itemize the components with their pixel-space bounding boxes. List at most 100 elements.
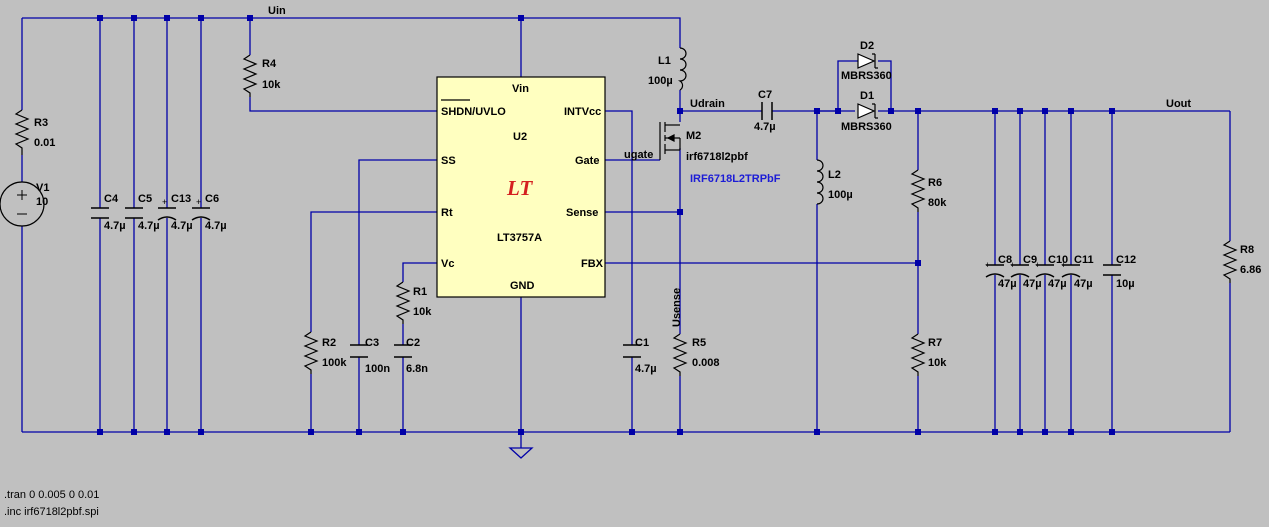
svg-text:4.7µ: 4.7µ <box>205 220 227 232</box>
svg-text:C5: C5 <box>138 193 152 205</box>
net-label-usense: Usense <box>671 288 683 327</box>
svg-text:4.7µ: 4.7µ <box>754 121 776 133</box>
svg-text:+: + <box>1061 260 1066 270</box>
svg-text:MBRS360: MBRS360 <box>841 121 892 133</box>
capacitor-c9[interactable] <box>1010 264 1030 278</box>
capacitor-c8[interactable] <box>985 264 1005 278</box>
capacitor-c3[interactable] <box>350 344 368 358</box>
svg-text:+: + <box>985 260 990 270</box>
pin-gate-label: Gate <box>575 155 599 167</box>
resistor-r8[interactable] <box>1222 240 1238 283</box>
ic-lt3757a[interactable]: Vin SHDN/UVLO INTVcc U2 SS Gate LT Rt Se… <box>436 76 606 298</box>
inductor-l1[interactable] <box>677 47 687 91</box>
svg-text:100k: 100k <box>322 357 347 369</box>
svg-text:R8: R8 <box>1240 244 1254 256</box>
inductor-l2[interactable] <box>816 159 824 205</box>
svg-text:C8: C8 <box>998 254 1012 266</box>
ic-ref: U2 <box>513 131 527 143</box>
pin-rt-label: Rt <box>441 207 453 219</box>
polarity-marks: + + + + + + <box>162 197 1066 270</box>
svg-text:R5: R5 <box>692 337 706 349</box>
svg-text:4.7µ: 4.7µ <box>138 220 160 232</box>
svg-text:4.7µ: 4.7µ <box>635 363 657 375</box>
capacitor-c13[interactable] <box>157 207 177 221</box>
svg-text:R4: R4 <box>262 58 277 70</box>
svg-text:D2: D2 <box>860 40 874 52</box>
net-label-uin: Uin <box>268 5 286 17</box>
svg-text:+: + <box>196 197 201 207</box>
pin-sense-label: Sense <box>566 207 598 219</box>
svg-text:R1: R1 <box>413 286 427 298</box>
capacitor-c4[interactable] <box>91 207 109 219</box>
capacitor-c11[interactable] <box>1061 264 1081 278</box>
resistor-r4[interactable] <box>242 54 258 97</box>
svg-text:6.8n: 6.8n <box>406 363 428 375</box>
net-label-udrain: Udrain <box>690 98 725 110</box>
svg-text:100n: 100n <box>365 363 390 375</box>
pin-vc-label: Vc <box>441 258 454 270</box>
pin-intvcc-label: INTVcc <box>564 106 601 118</box>
svg-text:47µ: 47µ <box>1048 278 1067 290</box>
svg-text:C10: C10 <box>1048 254 1068 266</box>
component-labels: R3 0.01 C4 4.7µ C5 4.7µ C13 4.7µ C6 4.7µ… <box>34 40 1261 375</box>
svg-text:IRF6718L2TRPbF: IRF6718L2TRPbF <box>690 173 781 185</box>
svg-text:D1: D1 <box>860 90 874 102</box>
resistor-r3[interactable] <box>14 109 30 155</box>
svg-text:R7: R7 <box>928 337 942 349</box>
diode-d1[interactable] <box>857 103 878 119</box>
resistor-r5[interactable] <box>672 333 688 376</box>
capacitor-c7[interactable] <box>761 102 773 120</box>
spice-directive-tran[interactable]: .tran 0 0.005 0 0.01 <box>4 489 99 501</box>
svg-text:+: + <box>1035 260 1040 270</box>
net-label-ugate: ugate <box>624 149 653 161</box>
svg-text:10k: 10k <box>928 357 947 369</box>
svg-text:C2: C2 <box>406 337 420 349</box>
svg-text:0.008: 0.008 <box>692 357 720 369</box>
svg-text:4.7µ: 4.7µ <box>104 220 126 232</box>
svg-text:C9: C9 <box>1023 254 1037 266</box>
spice-directive-inc[interactable]: .inc irf6718l2pbf.spi <box>4 506 99 518</box>
svg-text:10: 10 <box>36 196 48 208</box>
svg-text:L2: L2 <box>828 169 841 181</box>
svg-text:6.86: 6.86 <box>1240 264 1261 276</box>
svg-text:C4: C4 <box>104 193 119 205</box>
svg-text:0.01: 0.01 <box>34 137 55 149</box>
diode-d2[interactable] <box>857 53 878 69</box>
svg-text:C11: C11 <box>1074 254 1094 266</box>
wires <box>21 17 1231 448</box>
capacitor-c10[interactable] <box>1035 264 1055 278</box>
svg-text:47µ: 47µ <box>1023 278 1042 290</box>
capacitor-c1[interactable] <box>623 344 641 358</box>
svg-text:80k: 80k <box>928 197 947 209</box>
svg-text:M2: M2 <box>686 130 701 142</box>
capacitor-c12[interactable] <box>1103 264 1121 276</box>
svg-text:C3: C3 <box>365 337 379 349</box>
ground-icon <box>508 447 534 459</box>
svg-text:C13: C13 <box>171 193 191 205</box>
pin-ss-label: SS <box>441 155 456 167</box>
svg-text:47µ: 47µ <box>1074 278 1093 290</box>
capacitor-c5[interactable] <box>125 207 143 219</box>
svg-text:R6: R6 <box>928 177 942 189</box>
svg-text:V1: V1 <box>36 182 49 194</box>
resistor-r2[interactable] <box>303 331 319 374</box>
resistor-r1[interactable] <box>395 281 411 324</box>
svg-text:10k: 10k <box>262 79 281 91</box>
pin-vin-label: Vin <box>512 83 529 95</box>
capacitor-c2[interactable] <box>394 344 412 358</box>
svg-text:100µ: 100µ <box>648 75 673 87</box>
svg-text:C12: C12 <box>1116 254 1136 266</box>
resistor-r6[interactable] <box>910 169 926 212</box>
lt-logo: LT <box>506 176 533 200</box>
svg-text:C6: C6 <box>205 193 219 205</box>
voltage-source-v1[interactable]: V1 10 <box>0 181 49 227</box>
svg-text:C7: C7 <box>758 89 772 101</box>
mosfet-m2[interactable] <box>659 122 681 160</box>
svg-text:irf6718l2pbf: irf6718l2pbf <box>686 151 748 163</box>
svg-text:100µ: 100µ <box>828 189 853 201</box>
svg-text:10µ: 10µ <box>1116 278 1135 290</box>
capacitor-c6[interactable] <box>191 207 211 221</box>
resistor-r7[interactable] <box>910 333 926 376</box>
svg-text:MBRS360: MBRS360 <box>841 70 892 82</box>
